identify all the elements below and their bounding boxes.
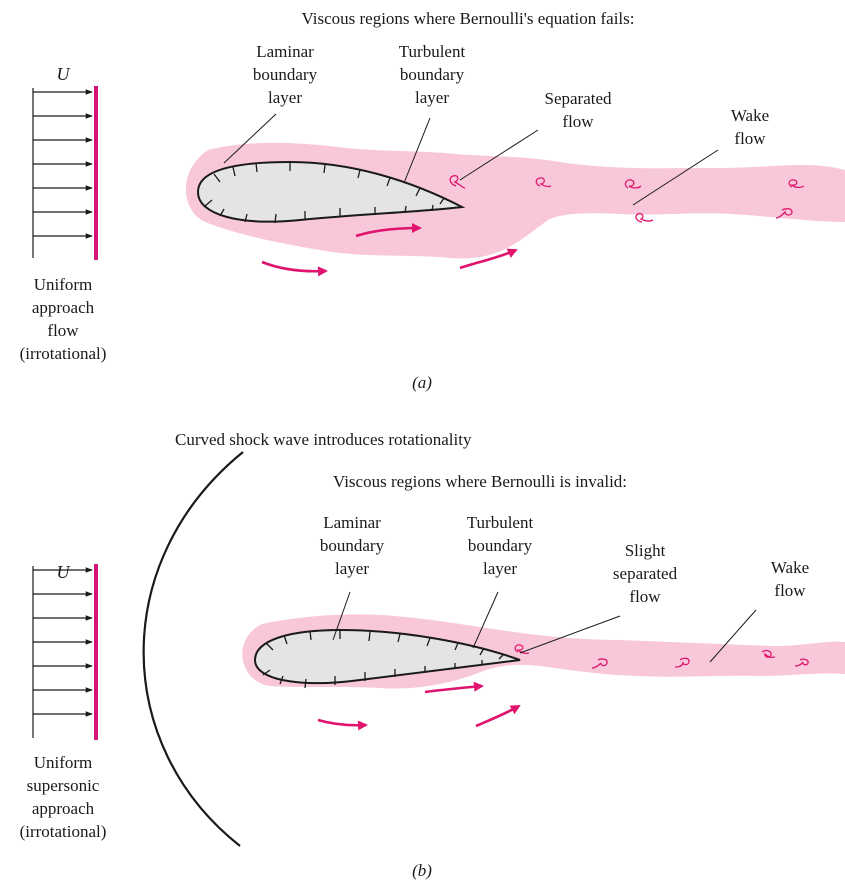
panel-a-laminar-label-1: Laminar xyxy=(256,42,314,61)
panel-b-flow-arrows xyxy=(318,686,519,726)
panel-a-velocity-profile: U xyxy=(33,64,96,260)
panel-b-wake-label-2: flow xyxy=(774,581,806,600)
panel-b-shock-label: Curved shock wave introduces rotationali… xyxy=(175,430,472,449)
panel-a-title: Viscous regions where Bernoulli's equati… xyxy=(301,9,634,28)
panel-b-separated-label-2: separated xyxy=(613,564,678,583)
panel-a-separated-label-1: Separated xyxy=(544,89,612,108)
panel-b-approach-label-1: Uniform xyxy=(34,753,93,772)
panel-b-laminar-label-2: boundary xyxy=(320,536,385,555)
panel-b-approach-label-2: supersonic xyxy=(27,776,100,795)
panel-a-wake-label-2: flow xyxy=(734,129,766,148)
panel-a-velocity-symbol: U xyxy=(57,64,71,84)
panel-b-title: Viscous regions where Bernoulli is inval… xyxy=(333,472,627,491)
panel-b-laminar-label-1: Laminar xyxy=(323,513,381,532)
panel-b-separated-label-3: flow xyxy=(629,587,661,606)
panel-b-shock-wave xyxy=(144,452,243,846)
panel-b-separated-label-1: Slight xyxy=(625,541,666,560)
panel-b-profile-arrows xyxy=(33,570,92,714)
panel-a-approach-label-2: approach xyxy=(32,298,95,317)
panel-b-turbulent-label-1: Turbulent xyxy=(467,513,534,532)
panel-a-separated-label-2: flow xyxy=(562,112,594,131)
panel-a-wake-label-1: Wake xyxy=(731,106,769,125)
panel-a-laminar-label-3: layer xyxy=(268,88,302,107)
panel-b-approach-label-4: (irrotational) xyxy=(20,822,107,841)
panel-a-profile-arrows xyxy=(33,92,92,236)
panel-a: Viscous regions where Bernoulli's equati… xyxy=(20,9,845,392)
panel-b-wake-label-1: Wake xyxy=(771,558,809,577)
panel-b-velocity-profile: U xyxy=(33,562,96,740)
panel-a-caption: (a) xyxy=(412,373,432,392)
panel-b-approach-label-3: approach xyxy=(32,799,95,818)
panel-b: Curved shock wave introduces rotationali… xyxy=(20,430,845,880)
panel-b-turbulent-label-3: layer xyxy=(483,559,517,578)
panel-a-turbulent-label-1: Turbulent xyxy=(399,42,466,61)
panel-b-turbulent-label-2: boundary xyxy=(468,536,533,555)
panel-a-turbulent-label-3: layer xyxy=(415,88,449,107)
panel-b-caption: (b) xyxy=(412,861,432,880)
panel-b-laminar-label-3: layer xyxy=(335,559,369,578)
panel-a-approach-label-3: flow xyxy=(47,321,79,340)
panel-b-velocity-symbol: U xyxy=(57,562,71,582)
panel-a-approach-label-4: (irrotational) xyxy=(20,344,107,363)
panel-a-laminar-label-2: boundary xyxy=(253,65,318,84)
panel-a-approach-label-1: Uniform xyxy=(34,275,93,294)
panel-a-turbulent-label-2: boundary xyxy=(400,65,465,84)
